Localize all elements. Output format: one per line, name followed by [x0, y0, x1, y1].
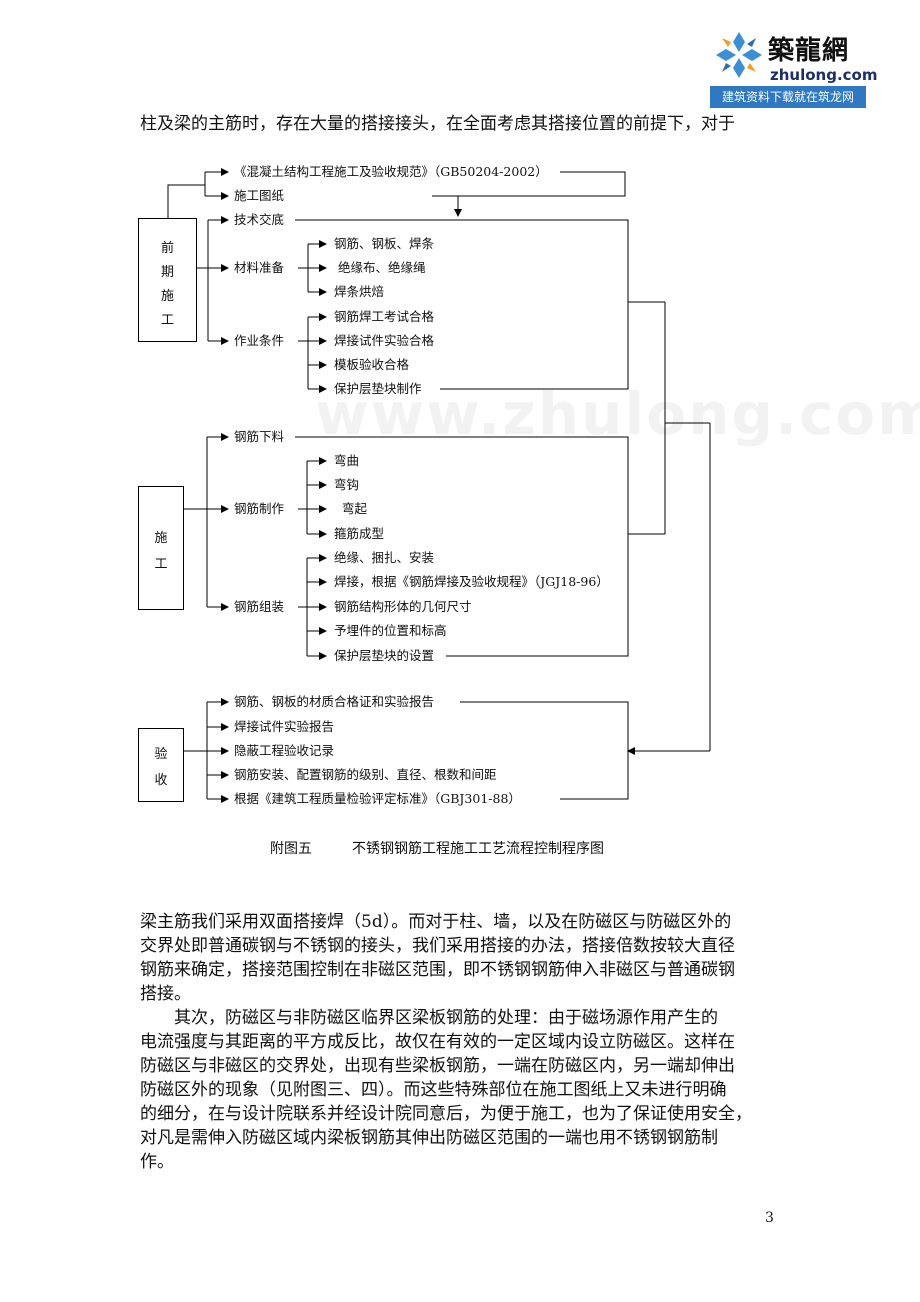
- construction-box: 施 工: [138, 486, 184, 610]
- logo-domain: zhulong.com: [770, 66, 878, 84]
- pre-box-char-3: 施: [160, 289, 174, 304]
- flowchart-connectors: [167, 168, 711, 803]
- paragraph-line-11: 作。: [140, 1152, 174, 1172]
- figure-title: 不锈钢钢筋工程施工工艺流程控制程序图: [352, 841, 604, 857]
- acceptance-box-char-2: 收: [154, 773, 168, 788]
- making-sub-2: 弯钩: [334, 477, 360, 493]
- acceptance-item-1: 钢筋、钢板的材质合格证和实验报告: [234, 694, 435, 710]
- snowflake-logo-icon: [716, 32, 762, 78]
- top-text-line: 柱及梁的主筋时，存在大量的搭接接头，在全面考虑其搭接位置的前提下，对于: [140, 114, 735, 134]
- acceptance-item-5: 根据《建筑工程质量检验评定标准》（GBJ301-88）: [234, 791, 521, 807]
- paragraph-line-4: 搭接。: [140, 984, 191, 1004]
- paragraph-line-1: 梁主筋我们采用双面搭接焊（5d）。而对于柱、墙，以及在防磁区与防磁区外的: [140, 912, 732, 932]
- logo-chinese-name: 築龍網: [768, 36, 850, 66]
- work-conditions-label: 作业条件: [234, 333, 285, 349]
- zhulong-logo: 築龍網 zhulong.com 建筑资料下载就在筑龙网: [710, 26, 877, 108]
- acceptance-box: 验 收: [138, 728, 184, 802]
- material-sub-1: 钢筋、钢板、焊条: [334, 236, 435, 252]
- making-sub-1: 弯曲: [334, 453, 360, 469]
- acceptance-item-3: 隐蔽工程验收记录: [234, 743, 335, 759]
- tech-briefing-label: 技术交底: [234, 212, 285, 228]
- assembly-sub-1: 绝缘、捆扎、安装: [334, 550, 435, 566]
- acceptance-box-char-1: 验: [154, 747, 168, 762]
- paragraph-line-2: 交界处即普通碳钢与不锈钢的接头，我们采用搭接的办法，搭接倍数按较大直径: [140, 936, 735, 956]
- acceptance-item-2: 焊接试件实验报告: [234, 719, 335, 735]
- pre-construction-box: 前 期 施 工: [138, 218, 197, 342]
- making-sub-4: 箍筋成型: [334, 526, 385, 542]
- figure-label: 附图五: [270, 841, 312, 857]
- drawings-label: 施工图纸: [234, 188, 285, 204]
- assembly-sub-2: 焊接，根据《钢筋焊接及验收规程》（JGJ18-96）: [334, 574, 609, 590]
- page-number: 3: [765, 1210, 774, 1226]
- paragraph-line-10: 对凡是需伸入防磁区域内梁板钢筋其伸出防磁区范围的一端也用不锈钢钢筋制: [140, 1128, 718, 1148]
- work-sub-3: 模板验收合格: [334, 357, 410, 373]
- paragraph-line-5: 其次，防磁区与非防磁区临界区梁板钢筋的处理：由于磁场源作用产生的: [174, 1008, 718, 1028]
- construction-box-char-1: 施: [154, 531, 168, 546]
- work-sub-4: 保护层垫块制作: [334, 381, 422, 397]
- pre-box-char-4: 工: [160, 313, 174, 328]
- material-sub-2: 绝缘布、绝缘绳: [338, 260, 426, 276]
- material-sub-3: 焊条烘焙: [334, 284, 385, 300]
- assembly-sub-4: 予埋件的位置和标高: [334, 623, 447, 639]
- pre-box-char-2: 期: [160, 265, 174, 280]
- paragraph-line-9: 的细分，在与设计院联系并经设计院同意后，为便于施工，也为了保证使用安全，: [140, 1104, 752, 1124]
- paragraph-line-6: 电流强度与其距离的平方成反比，故仅在有效的一定区域内设立防磁区。这样在: [140, 1032, 735, 1052]
- work-sub-1: 钢筋焊工考试合格: [334, 309, 435, 325]
- making-label: 钢筋制作: [234, 501, 285, 517]
- material-prep-label: 材料准备: [234, 260, 285, 276]
- cutting-label: 钢筋下料: [234, 429, 285, 445]
- spec-label: 《混凝土结构工程施工及验收规范》（GB50204-2002）: [234, 164, 548, 180]
- assembly-sub-5: 保护层垫块的设置: [334, 648, 435, 664]
- pre-box-char-1: 前: [160, 241, 174, 256]
- assembly-label: 钢筋组装: [234, 599, 285, 615]
- making-sub-3: 弯起: [342, 501, 368, 517]
- paragraph-line-8: 防磁区外的现象（见附图三、四）。而这些特殊部位在施工图纸上又未进行明确: [140, 1080, 727, 1100]
- work-sub-2: 焊接试件实验合格: [334, 333, 435, 349]
- construction-box-char-2: 工: [154, 557, 168, 572]
- logo-slogan: 建筑资料下载就在筑龙网: [710, 86, 866, 108]
- assembly-sub-3: 钢筋结构形体的几何尺寸: [334, 599, 472, 615]
- paragraph-line-7: 防磁区与非磁区的交界处，出现有些梁板钢筋，一端在防磁区内，另一端却伸出: [140, 1056, 735, 1076]
- paragraph-line-3: 钢筋来确定，搭接范围控制在非磁区范围，即不锈钢钢筋伸入非磁区与普通碳钢: [140, 960, 735, 980]
- acceptance-item-4: 钢筋安装、配置钢筋的级别、直径、根数和间距: [234, 767, 497, 783]
